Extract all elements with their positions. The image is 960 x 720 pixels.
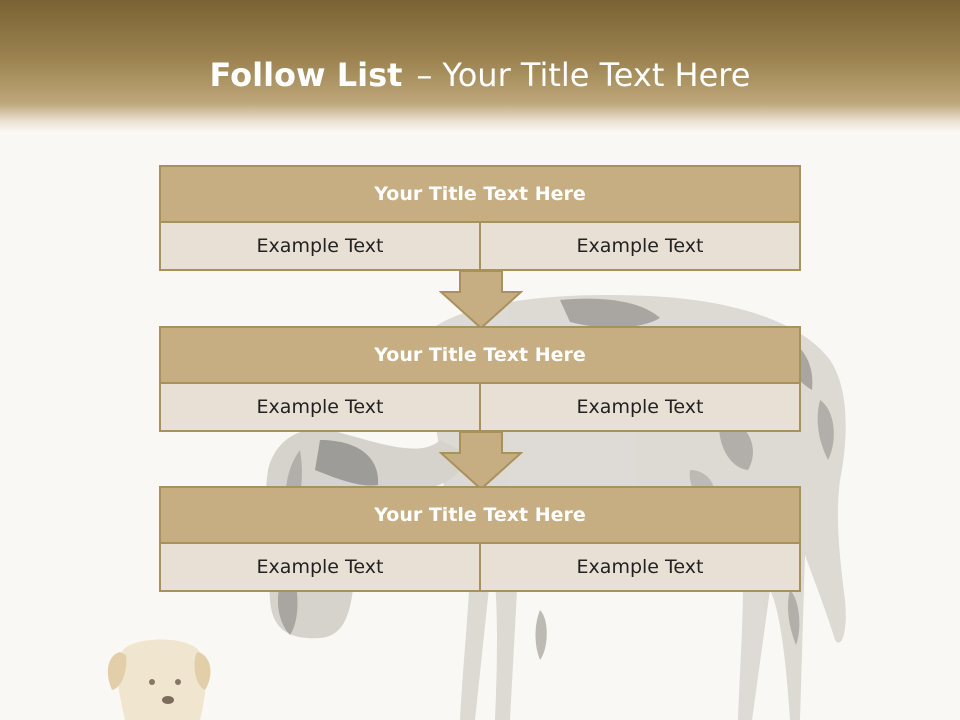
arrow-down-icon <box>439 431 523 491</box>
step-box-2: Your Title Text Here Example Text Exampl… <box>159 326 801 432</box>
slide-title-bold: Follow List <box>209 56 403 94</box>
step-title: Your Title Text Here <box>161 328 799 384</box>
step-row: Example Text Example Text <box>161 544 799 590</box>
arrow-down-icon <box>439 270 523 330</box>
step-cell-right: Example Text <box>479 384 799 430</box>
step-box-1: Your Title Text Here Example Text Exampl… <box>159 165 801 271</box>
slide-title-rest: Your Title Text Here <box>442 56 751 94</box>
step-title: Your Title Text Here <box>161 167 799 223</box>
slide-title: Follow List–Your Title Text Here <box>0 52 960 98</box>
step-cell-left: Example Text <box>256 235 384 257</box>
step-row: Example Text Example Text <box>161 223 799 269</box>
step-row: Example Text Example Text <box>161 384 799 430</box>
step-box-3: Your Title Text Here Example Text Exampl… <box>159 486 801 592</box>
slide-title-dash: – <box>416 56 433 94</box>
step-cell-right: Example Text <box>479 223 799 269</box>
step-title: Your Title Text Here <box>161 488 799 544</box>
step-cell-left: Example Text <box>256 556 384 578</box>
step-cell-right: Example Text <box>479 544 799 590</box>
step-cell-left: Example Text <box>256 396 384 418</box>
header-band <box>0 0 960 132</box>
puppy-image <box>107 639 211 720</box>
